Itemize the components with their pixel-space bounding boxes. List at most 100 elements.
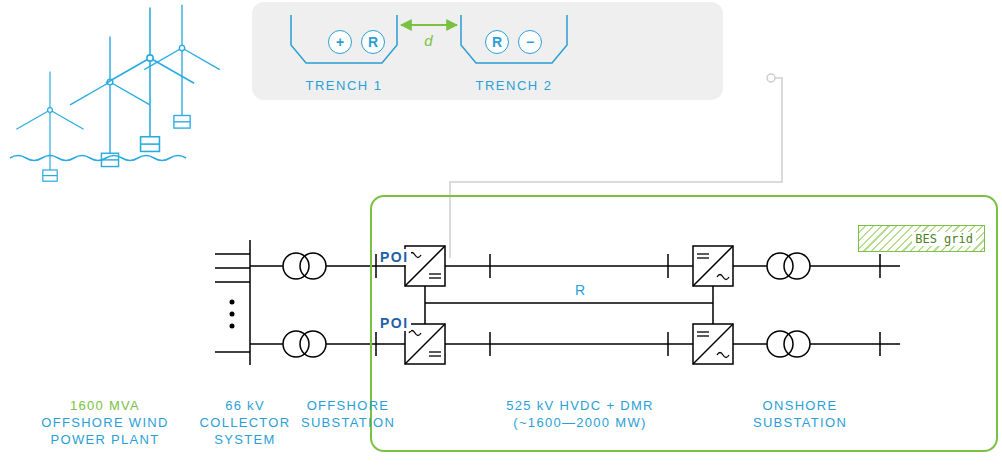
drawing-stroke: [250, 343, 283, 345]
drawing-stroke: [16, 72, 83, 182]
caption-label: ONSHORE: [763, 398, 838, 414]
drawing-stroke: [717, 353, 729, 358]
drawing-stroke: [215, 351, 250, 353]
caption-label: POWER PLANT: [51, 432, 160, 448]
drawing-stroke: [375, 332, 377, 356]
caption-label: 66 kV: [225, 398, 265, 414]
drawing-stroke: [810, 265, 900, 267]
trench-outline: [291, 15, 397, 63]
grid-box: BES grid: [858, 225, 985, 252]
drawing-stroke: [445, 343, 693, 345]
drawing-stroke: [693, 246, 733, 286]
cable-symbol: R: [492, 35, 502, 49]
drawing-stroke: [405, 246, 445, 286]
drawing-stroke: [283, 331, 309, 357]
drawing-stroke: [429, 351, 441, 352]
drawing-stroke: [429, 355, 441, 356]
drawing-stroke: [106, 8, 194, 152]
caption-label: 1600 MVA: [70, 398, 140, 414]
drawing-stroke: [10, 156, 186, 161]
drawing-stroke: [252, 2, 723, 100]
drawing-stroke: [733, 265, 767, 267]
drawing-stroke: [215, 253, 250, 255]
drawing-stroke: [230, 312, 235, 317]
drawing-stroke: [767, 253, 793, 279]
return-cable: R: [485, 30, 509, 54]
trench-label: TRENCH 1: [305, 78, 382, 93]
caption-label: COLLECTOR: [200, 415, 291, 431]
caption-label: SYSTEM: [214, 432, 275, 448]
drawing-stroke: [10, 5, 220, 181]
drawing-stroke: [250, 265, 283, 267]
drawing-stroke: [767, 74, 775, 82]
drawing-stroke: [409, 253, 421, 258]
drawing-stroke: [405, 324, 445, 364]
drawing-stroke: [697, 335, 709, 336]
drawing-stroke: [784, 331, 810, 357]
trench-label: TRENCH 2: [475, 78, 552, 93]
caption-label: (~1600—2000 MW): [513, 415, 646, 431]
drawing-stroke: [667, 254, 669, 278]
cable-symbol: +: [336, 35, 344, 49]
drawing-stroke: [326, 265, 405, 267]
return-cable: R: [361, 30, 385, 54]
drawing-stroke: [697, 257, 709, 258]
drawing-stroke: [144, 5, 220, 128]
poi-label: POI: [378, 315, 411, 331]
pole-cable: −: [518, 30, 542, 54]
drawing-stroke: [70, 36, 150, 166]
drawing-stroke: [717, 275, 729, 280]
drawing-stroke: [784, 253, 810, 279]
caption-label: SUBSTATION: [301, 415, 395, 431]
drawing-stroke: [283, 253, 309, 279]
cable-trench: TRENCH 2R−: [460, 15, 568, 65]
drawing-stroke: [879, 254, 881, 278]
drawing-stroke: [450, 78, 782, 258]
drawing-stroke: [767, 331, 793, 357]
drawing-stroke: [667, 332, 669, 356]
drawing-stroke: [879, 332, 881, 356]
caption-label: OFFSHORE WIND: [41, 415, 168, 431]
drawing-stroke: [230, 324, 235, 329]
cable-symbol: −: [526, 35, 534, 49]
grid-label: BES grid: [912, 232, 976, 246]
drawing-stroke: [733, 343, 767, 345]
drawing-stroke: [249, 240, 251, 365]
drawing-stroke: [445, 265, 693, 267]
drawing-stroke: [429, 277, 441, 278]
pole-cable: +: [328, 30, 352, 54]
drawing-stroke: [326, 343, 405, 345]
drawing-stroke: [283, 246, 900, 364]
caption-label: OFFSHORE: [307, 398, 390, 414]
scope-region: POI POI: [370, 195, 998, 452]
drawing-stroke: [375, 254, 377, 278]
drawing-stroke: [215, 267, 250, 269]
caption-label: 525 kV HVDC + DMR: [506, 398, 653, 414]
drawing-stroke: [810, 343, 900, 345]
trench-outline: [461, 15, 567, 63]
drawing-stroke: [429, 273, 441, 274]
drawing-stroke: [230, 300, 235, 305]
caption-label: SUBSTATION: [753, 415, 847, 431]
drawing-stroke: [215, 240, 283, 365]
drawing-stroke: [300, 253, 326, 279]
drawing-stroke: [300, 331, 326, 357]
drawing-stroke: [697, 331, 709, 332]
trench-outline: [460, 15, 568, 65]
drawing-stroke: [489, 254, 491, 278]
drawing-stroke: [693, 324, 733, 364]
spacing-arrow: [401, 24, 457, 26]
drawing-stroke: [215, 281, 250, 283]
dimension-label: d: [424, 33, 434, 49]
cable-trench: TRENCH 1+R: [290, 15, 398, 65]
poi-label: POI: [378, 249, 411, 265]
cable-symbol: R: [368, 35, 378, 49]
drawing-stroke: [693, 324, 733, 364]
drawing-stroke: [697, 253, 709, 254]
drawing-stroke: [425, 286, 713, 324]
drawing-stroke: [405, 324, 445, 364]
drawing-stroke: [693, 246, 733, 286]
drawing-stroke: [409, 331, 421, 336]
